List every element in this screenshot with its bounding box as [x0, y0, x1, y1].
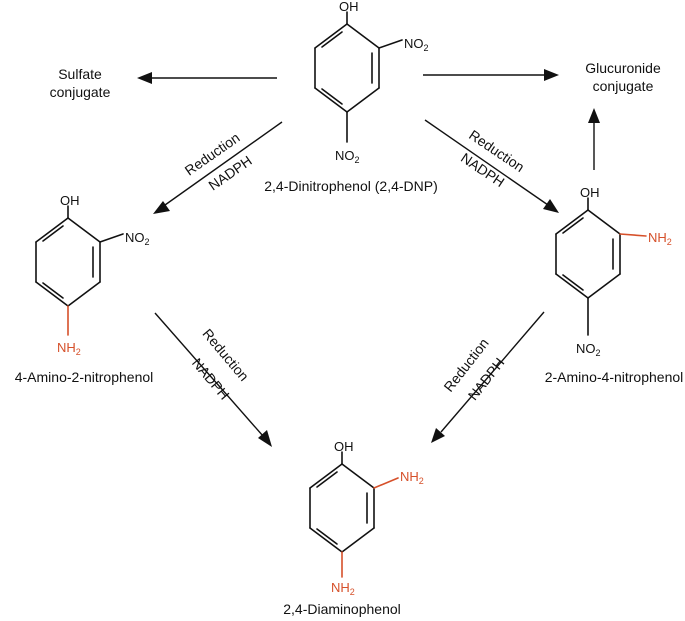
arrow-to-glucuronide — [423, 69, 559, 81]
sulfate-label-line2: conjugate — [50, 84, 111, 100]
benzene-ring — [35, 217, 101, 307]
nitro-group-label: NO2 — [404, 36, 429, 53]
benzene-ring — [309, 463, 375, 553]
molecule-2-amino-4-nitrophenol: OH NH2 NO2 2-Amino-4-nitrophenol — [545, 185, 684, 385]
molecule-2-4-dinitrophenol: OH NO2 NO2 2,4-Dinitrophenol (2,4-DNP) — [264, 0, 438, 194]
glucuronide-label-line1: Glucuronide — [585, 60, 661, 76]
arrow-reduction-bottom-right — [431, 311, 545, 443]
reaction-label-bottom-left: Reduction NADPH — [189, 325, 252, 402]
arrow-reduction-top-right — [424, 119, 559, 213]
compound-name: 4-Amino-2-nitrophenol — [15, 369, 154, 385]
arrow-amino4nitro-to-glucuronide — [588, 108, 600, 170]
reaction-label-top-right: Reduction NADPH — [458, 127, 527, 191]
nitro-group-label: NO2 — [576, 341, 601, 358]
arrow-reduction-top-left — [153, 121, 283, 214]
compound-name: 2,4-Dinitrophenol (2,4-DNP) — [264, 178, 438, 194]
hydroxyl-label: OH — [334, 439, 354, 454]
molecule-2-4-diaminophenol: OH NH2 NH2 2,4-Diaminophenol — [283, 439, 424, 617]
benzene-ring — [555, 209, 621, 299]
arrow-reduction-bottom-left — [154, 312, 272, 447]
nitro-group-label: NO2 — [125, 230, 150, 247]
molecule-4-amino-2-nitrophenol: OH NO2 NH2 4-Amino-2-nitrophenol — [15, 193, 154, 385]
hydroxyl-label: OH — [339, 0, 359, 14]
amino-group-label: NH2 — [331, 580, 355, 597]
glucuronide-label-line2: conjugate — [593, 78, 654, 94]
nitro-group-label: NO2 — [335, 148, 360, 165]
hydroxyl-label: OH — [580, 185, 600, 200]
amino-group-label: NH2 — [648, 230, 672, 247]
amino-group-label: NH2 — [57, 340, 81, 357]
compound-name: 2-Amino-4-nitrophenol — [545, 369, 684, 385]
sulfate-label-line1: Sulfate — [58, 66, 102, 82]
compound-name: 2,4-Diaminophenol — [283, 601, 401, 617]
arrow-to-sulfate — [137, 72, 277, 84]
hydroxyl-label: OH — [60, 193, 80, 208]
benzene-ring — [314, 23, 380, 113]
reaction-label-top-left: Reduction NADPH — [182, 129, 255, 193]
glucuronide-conjugate: Glucuronide conjugate — [585, 60, 661, 94]
sulfate-conjugate: Sulfate conjugate — [50, 66, 111, 100]
reaction-label-bottom-right: Reduction NADPH — [440, 335, 507, 403]
amino-group-label: NH2 — [400, 469, 424, 486]
